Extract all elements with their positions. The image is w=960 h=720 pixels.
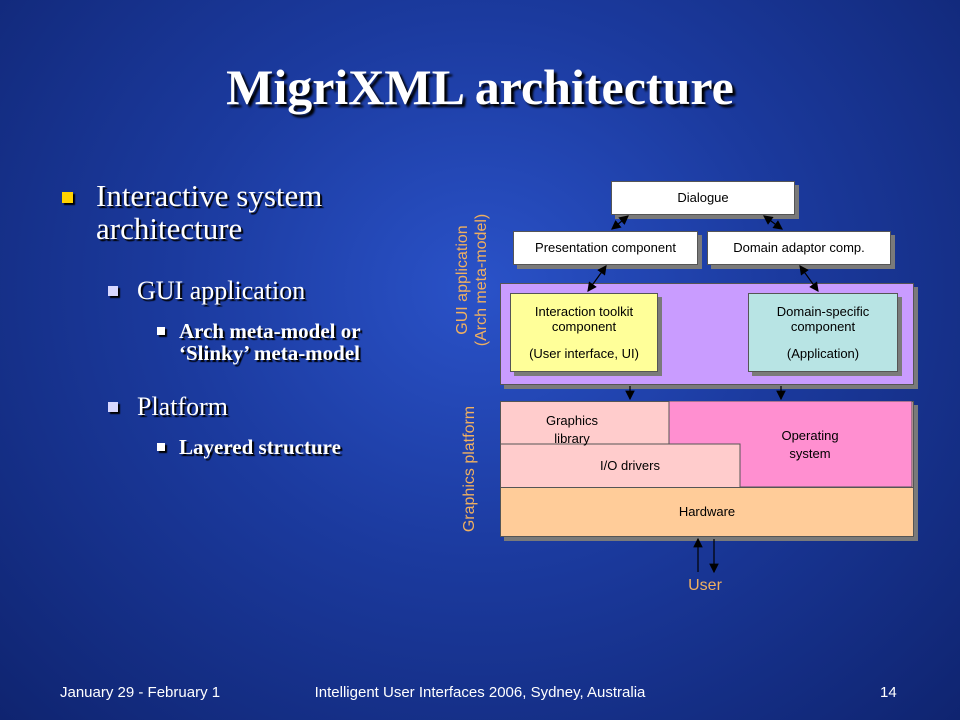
arrow-dialogue-domain-adaptor	[763, 215, 783, 230]
bullet-gui-application: GUI application	[108, 276, 407, 305]
bullet-text: Platform	[137, 392, 228, 421]
bullet-interactive-system: Interactive system architecture	[62, 178, 416, 246]
presentation-component-box: Presentation component	[513, 231, 698, 265]
bullet-arch-meta-model: Arch meta-model or ‘Slinky’ meta-model	[157, 319, 409, 366]
io-drivers-label: I/O drivers	[600, 458, 660, 473]
toolkit-label-line2: component	[551, 319, 617, 334]
domain-specific-label-line1: Domain-specific	[776, 304, 870, 319]
footer-page-number: 14	[880, 684, 897, 701]
arrow-domain-adaptor-domain-specific	[799, 265, 819, 292]
footer-conference: Intelligent User Interfaces 2006, Sydney…	[314, 684, 646, 701]
toolkit-label-line3: (User interface, UI)	[529, 346, 639, 361]
operating-system-line2: system	[789, 446, 831, 461]
bullet-marker	[157, 327, 165, 335]
arrow-presentation-toolkit	[587, 265, 607, 292]
interaction-toolkit-box: Interaction toolkit component (User inte…	[510, 293, 658, 372]
domain-adaptor-box: Domain adaptor comp.	[707, 231, 891, 265]
footer-date: January 29 - February 1	[60, 684, 221, 701]
bullet-text: GUI application	[137, 276, 306, 305]
bullet-marker	[62, 192, 73, 203]
domain-specific-label-line2: component	[790, 319, 856, 334]
bullet-marker	[157, 443, 165, 451]
toolkit-label-line1: Interaction toolkit	[534, 304, 634, 319]
domain-specific-label-line3: (Application)	[786, 346, 860, 361]
graphics-library-label: Graphics library	[522, 412, 622, 448]
user-label: User	[688, 577, 722, 594]
bullet-text: Arch meta-model or ‘Slinky’ meta-model	[179, 319, 361, 366]
arrow-dialogue-presentation	[611, 215, 629, 230]
bullet-text: Layered structure	[179, 435, 341, 459]
graphics-library-line2: library	[554, 431, 590, 446]
graphics-library-line1: Graphics	[545, 413, 599, 428]
bullet-text: Interactive system architecture	[96, 178, 323, 246]
operating-system-label: Operating system	[755, 427, 865, 463]
bullet-layered-structure: Layered structure	[157, 435, 409, 459]
bullet-marker	[108, 402, 118, 412]
bullet-platform: Platform	[108, 392, 407, 421]
dialogue-box: Dialogue	[611, 181, 795, 215]
slide-title: MigriXML architecture	[226, 59, 734, 115]
bullet-marker	[108, 286, 118, 296]
domain-specific-box: Domain-specific component (Application)	[748, 293, 898, 372]
hardware-layer: Hardware	[500, 487, 914, 537]
operating-system-line1: Operating	[781, 428, 839, 443]
